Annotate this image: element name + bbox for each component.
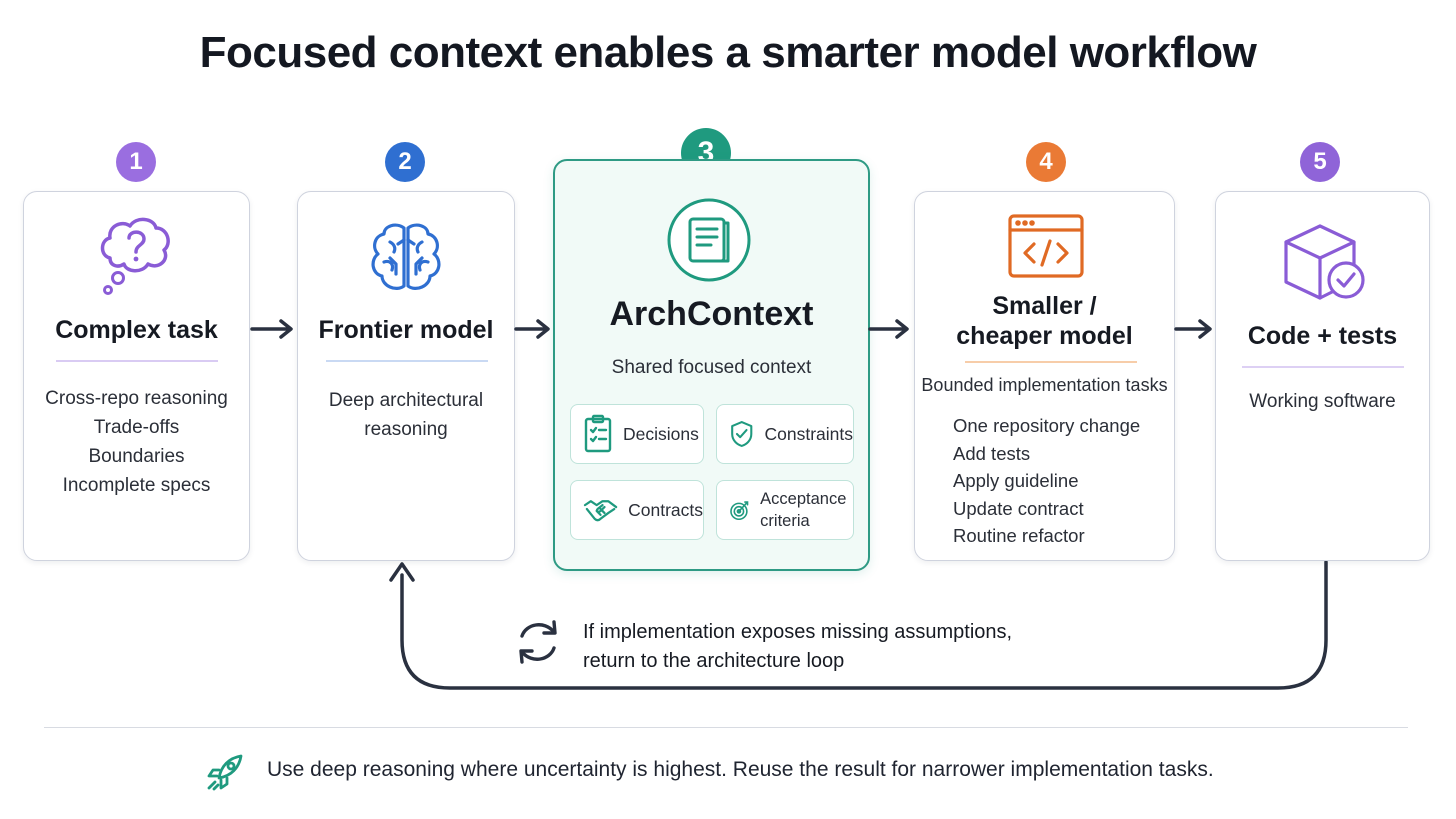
step-4-subtitle: Bounded implementation tasks — [921, 375, 1168, 395]
chip-constraints: Constraints — [716, 404, 854, 464]
list-item: Trade-offs — [93, 417, 180, 438]
chip-contracts: Contracts — [570, 480, 704, 540]
list-item: One repository change — [953, 415, 1141, 436]
refresh-icon — [519, 620, 557, 664]
step-5-title: Code + tests — [1247, 322, 1398, 350]
brain-icon — [371, 223, 441, 290]
step-2-rule — [326, 360, 488, 362]
step-2-card: Frontier model Deep architectural reason… — [297, 191, 515, 561]
step-1-rule — [56, 360, 218, 362]
list-item: Boundaries — [88, 446, 185, 467]
list-item: Routine refactor — [953, 525, 1085, 546]
target-icon — [730, 501, 749, 521]
loop-note: If implementation exposes missing assump… — [583, 618, 1012, 676]
list-item: Cross-repo reasoning — [45, 388, 228, 409]
list-item: Working software — [1249, 391, 1396, 412]
arrow-1-2 — [250, 319, 293, 339]
chip-label: Acceptance criteria — [760, 490, 847, 530]
step-4-title-line1: Smaller / — [992, 292, 1097, 320]
step-4-card: Smaller / cheaper model Bounded implemen… — [914, 191, 1175, 561]
list-item: Incomplete specs — [62, 475, 211, 496]
thought-bubble-question-icon — [100, 217, 170, 295]
step-3-card: ArchContext Shared focused context Decis… — [553, 159, 870, 571]
step-4-badge: 4 — [1026, 142, 1066, 182]
step-4-rule — [965, 361, 1137, 363]
chip-decisions: Decisions — [570, 404, 704, 464]
arrow-4-5 — [1174, 319, 1212, 339]
checklist-icon — [584, 414, 612, 453]
cube-check-icon — [1284, 224, 1365, 300]
loop-note-line1: If implementation exposes missing assump… — [583, 621, 1013, 643]
step-2-badge: 2 — [385, 142, 425, 182]
step-1-title: Complex task — [55, 316, 218, 344]
handshake-icon — [583, 500, 618, 522]
step-2-title: Frontier model — [318, 316, 494, 344]
step-5-rule — [1242, 366, 1404, 368]
shield-check-icon — [731, 421, 753, 447]
code-window-icon — [1008, 214, 1084, 278]
chip-label: Contracts — [628, 500, 703, 520]
step-5-list: Working software — [1216, 387, 1429, 416]
footer-text: Use deep reasoning where uncertainty is … — [267, 758, 1214, 781]
step-1-badge: 1 — [116, 142, 156, 182]
list-item: reasoning — [364, 419, 448, 440]
list-item: Apply guideline — [953, 470, 1079, 491]
step-5-card: Code + tests Working software — [1215, 191, 1430, 561]
chip-label: Constraints — [764, 424, 853, 444]
footer-divider — [44, 727, 1408, 728]
arrow-2-3 — [514, 319, 550, 339]
step-5-badge: 5 — [1300, 142, 1340, 182]
step-2-list: Deep architectural reasoning — [298, 386, 514, 444]
step-3-subtitle: Shared focused context — [611, 357, 812, 378]
arrow-3-4 — [868, 319, 909, 339]
step-4-list: One repository change Add tests Apply gu… — [953, 412, 1140, 550]
step-1-list: Cross-repo reasoning Trade-offs Boundari… — [24, 384, 249, 500]
list-item: Add tests — [953, 442, 1031, 464]
step-1-card: Complex task Cross-repo reasoning Trade-… — [23, 191, 250, 561]
loop-note-line2: return to the architecture loop — [583, 650, 845, 672]
step-3-title: ArchContext — [609, 295, 814, 333]
step-4-title-line2: cheaper model — [956, 322, 1133, 350]
chip-acceptance-criteria: Acceptance criteria — [716, 480, 854, 540]
notebook-icon — [667, 198, 751, 282]
chip-label: Decisions — [623, 424, 699, 444]
list-item: Update contract — [953, 497, 1084, 519]
list-item: Deep architectural — [328, 390, 484, 411]
rocket-icon — [207, 754, 243, 791]
page-title: Focused context enables a smarter model … — [199, 28, 1257, 77]
